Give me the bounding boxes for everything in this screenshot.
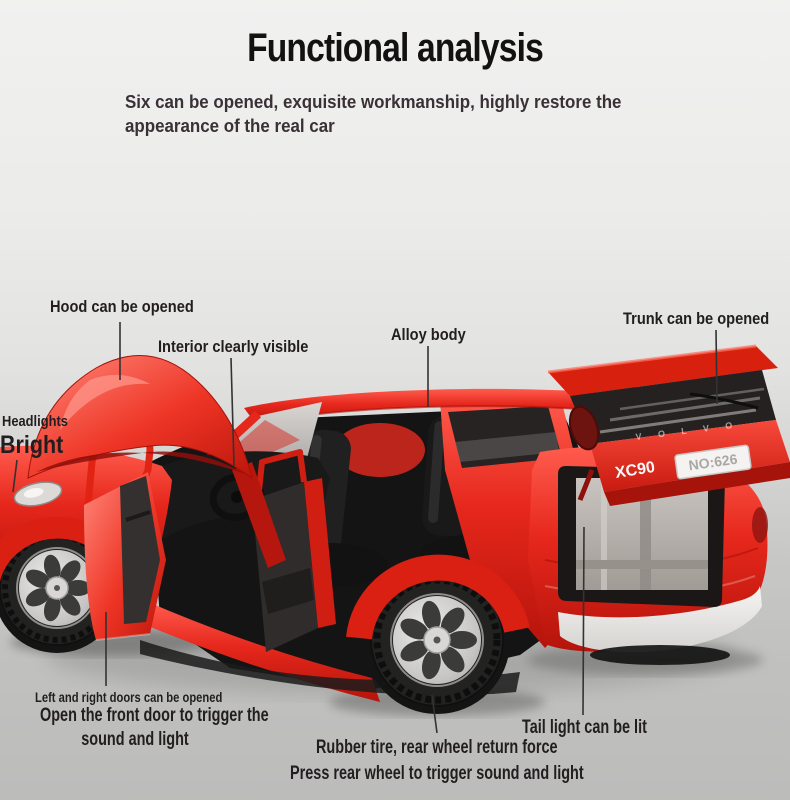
tailgate-open: V O L V O XC90 NO:626 (547, 344, 790, 506)
subtitle-line-2: appearance of the real car (125, 116, 335, 136)
front-door-trigger-line-2: sound and light (81, 729, 189, 750)
front-door-open (84, 436, 166, 641)
trunk-leader-line (715, 329, 718, 405)
hood-open (27, 355, 286, 568)
license-plate: NO:626 (674, 444, 752, 480)
interior-leader-line (230, 357, 235, 467)
quarter-window-glint (455, 432, 559, 462)
rubber-tire-label: Rubber tire, rear wheel return force (316, 737, 558, 758)
rear-bumper-white (558, 586, 762, 653)
model-badge: XC90 (614, 459, 656, 482)
car: V O L V O XC90 NO:626 (0, 344, 790, 714)
front-door-trigger-label: Open the front door to trigger the sound… (10, 704, 269, 752)
headlight-leader-line (12, 459, 18, 493)
rear-wheel (370, 573, 504, 707)
hood-prop (232, 462, 286, 568)
doors-label: Left and right doors can be opened (35, 689, 223, 705)
headlight (13, 481, 63, 507)
body-side-taillight (752, 507, 768, 543)
page-subtitle: Six can be opened, exquisite workmanship… (125, 90, 621, 138)
interior-label: Interior clearly visible (158, 337, 309, 356)
rubber-tire-leader-line (431, 694, 438, 734)
license-plate-text: NO:626 (688, 451, 739, 474)
exhaust-shadow (590, 645, 730, 665)
subtitle-line-1: Six can be opened, exquisite workmanship… (125, 92, 622, 112)
tailgate-spoiler (548, 346, 778, 396)
trunk-label: Trunk can be opened (623, 309, 770, 328)
front-door-trigger-line-1: Open the front door to trigger the (40, 705, 269, 726)
taillight-leader-line (582, 526, 585, 716)
hood-label: Hood can be opened (50, 297, 194, 316)
tail-light (568, 405, 600, 451)
headlights-bright-label: Bright (0, 431, 64, 459)
press-rear-wheel-label: Press rear wheel to trigger sound and li… (290, 763, 584, 784)
rear-wiper (689, 392, 759, 410)
far-door-red (335, 423, 425, 477)
leader-lines (12, 322, 718, 734)
tailgate-window (570, 370, 776, 444)
page-title: Functional analysis (247, 26, 544, 70)
headlights-label: Headlights (2, 413, 68, 430)
alloy-body-label: Alloy body (391, 325, 466, 344)
tail-light-label: Tail light can be lit (522, 717, 647, 738)
rear-wheel-arch (346, 554, 530, 640)
